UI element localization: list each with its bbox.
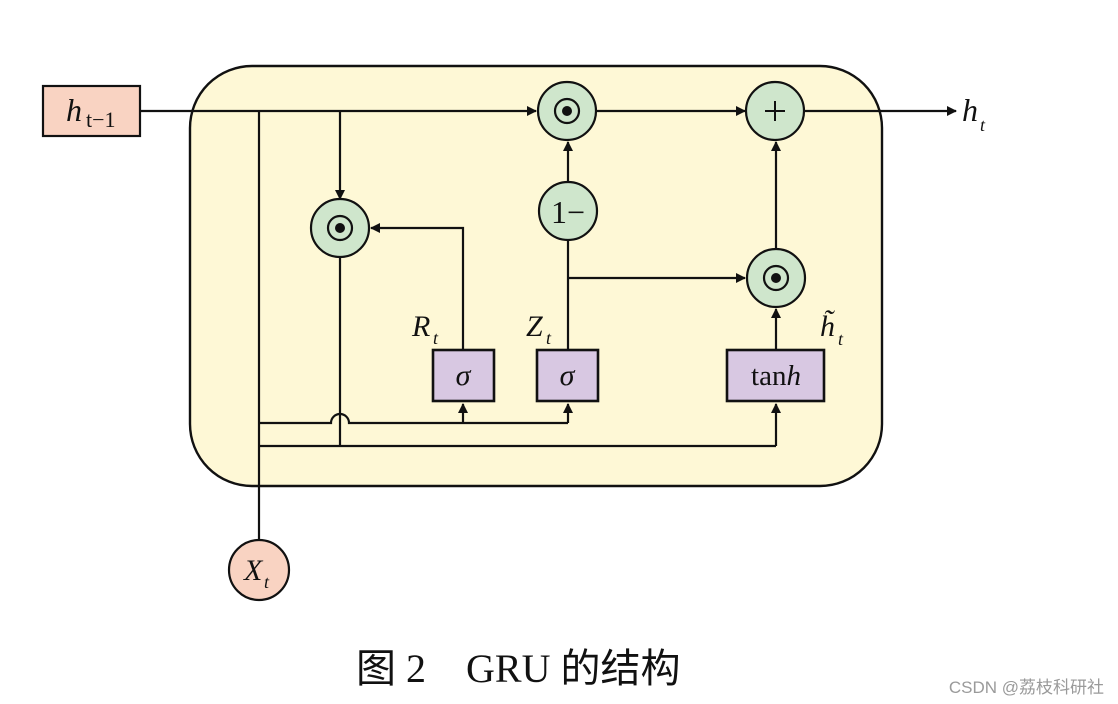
output-ht: h t <box>962 92 986 135</box>
wire-gate-input-rail <box>259 412 568 425</box>
prev-hidden-label: h <box>66 92 82 128</box>
reset-gate: σ R t <box>411 310 496 403</box>
input-xt-subscript: t <box>264 572 270 592</box>
reset-multiply-node <box>309 197 371 259</box>
candidate-multiply-node <box>745 247 807 309</box>
update-multiply-node <box>536 80 598 142</box>
candidate-state-subscript: t <box>838 329 844 349</box>
update-gate-name: Z <box>526 310 543 343</box>
hadamard-icon <box>553 97 581 125</box>
tanh-italic: h <box>786 360 801 392</box>
candidate-tanh-gate: tanh h̃ t <box>725 310 844 403</box>
gru-cell-boundary <box>188 64 884 488</box>
tanh-label: tanh <box>751 360 801 392</box>
hadamard-icon <box>762 264 790 292</box>
prev-hidden-input: h t−1 <box>41 84 142 138</box>
update-gate-subscript: t <box>546 328 552 348</box>
tanh-roman: tan <box>751 360 787 392</box>
candidate-state-name: h̃ <box>820 310 835 343</box>
one-minus-label: 1− <box>551 194 585 230</box>
input-xt-node: X t <box>227 538 291 602</box>
prev-hidden-subscript: t−1 <box>86 107 116 132</box>
wire-reset-gate-to-mult <box>370 223 465 350</box>
figure-caption: 图 2 GRU 的结构 <box>356 646 681 691</box>
update-gate: σ Z t <box>526 310 600 403</box>
reset-gate-name: R <box>411 310 430 343</box>
reset-gate-subscript: t <box>433 328 439 348</box>
output-ht-subscript: t <box>980 115 986 135</box>
update-gate-sigma: σ <box>560 359 576 392</box>
watermark: CSDN @荔枝科研社 <box>948 678 1104 697</box>
reset-gate-sigma: σ <box>456 359 472 392</box>
plus-icon <box>765 101 785 121</box>
sum-node <box>744 80 806 142</box>
output-ht-label: h <box>962 92 978 128</box>
hadamard-icon <box>326 214 354 242</box>
input-xt-label: X <box>243 554 264 587</box>
one-minus-node: 1− <box>537 180 599 242</box>
